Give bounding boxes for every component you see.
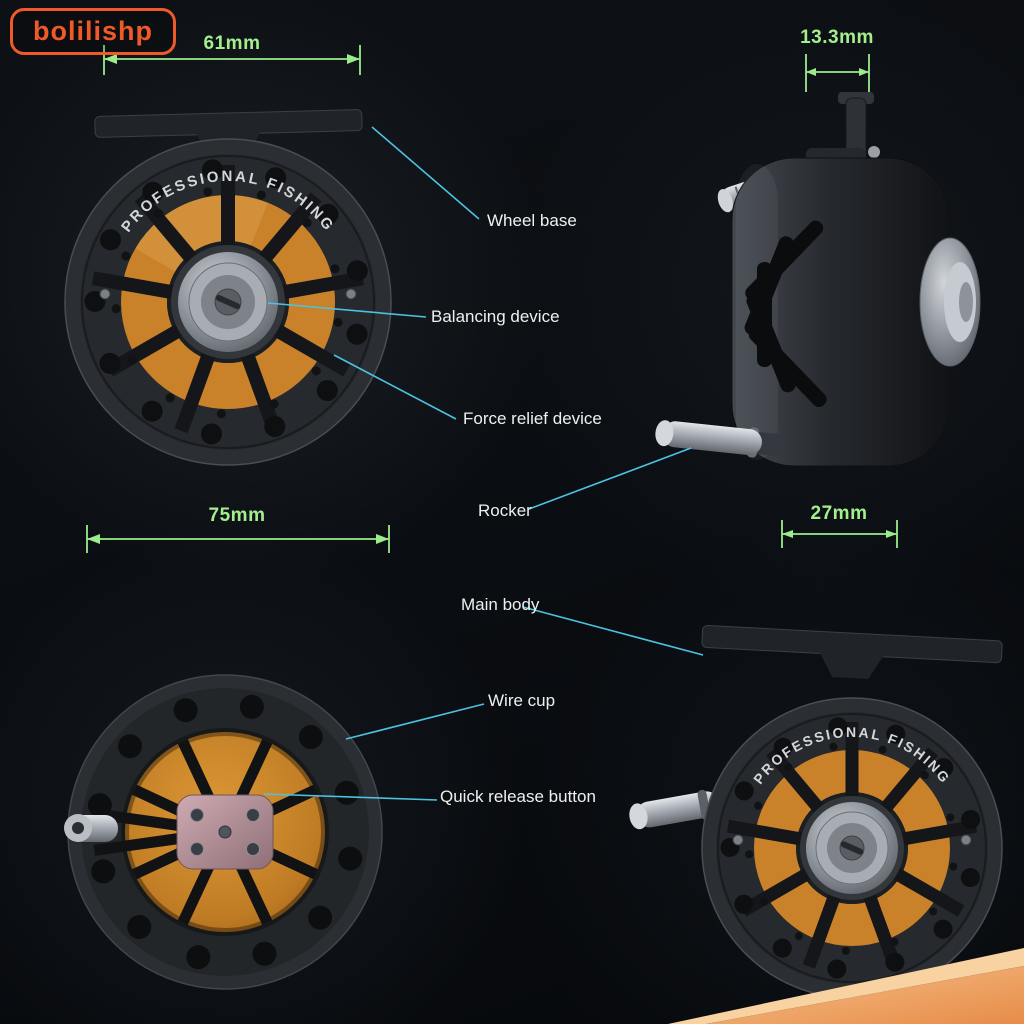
corner-accent-triangle	[668, 948, 1024, 1024]
reel-rear-bottom-left	[64, 674, 383, 990]
dimension-text-reel-diameter: 75mm	[208, 505, 266, 526]
leader-rocker	[528, 447, 692, 510]
dimension-61mm	[103, 45, 361, 75]
dimension-text-clamp-width: 13.3mm	[800, 27, 874, 48]
leader-balancing-device	[267, 302, 427, 318]
leader-main-body	[522, 606, 704, 656]
rear-knob	[64, 814, 118, 842]
rocker-handle	[655, 420, 783, 458]
label-force-relief-device: Force relief device	[463, 409, 602, 428]
reel-front-bottom-right: PROFESSIONAL FISHING	[629, 625, 1003, 999]
label-wheel-base: Wheel base	[487, 211, 577, 230]
leader-force-relief	[333, 354, 457, 420]
leader-lines	[263, 126, 704, 801]
dimension-graphics	[86, 45, 898, 553]
leader-wire-cup	[345, 703, 485, 740]
label-rocker: Rocker	[478, 501, 532, 520]
dimension-text-wheel-base-width: 61mm	[203, 33, 261, 54]
reel-side-top-right	[655, 92, 981, 467]
reel-front-top-left: PROFESSIONAL FISHING	[64, 109, 392, 466]
dimension-13.3mm	[805, 54, 870, 92]
leader-wheel-base	[371, 126, 480, 220]
dimension-27mm	[781, 520, 898, 548]
quick-release-plate	[176, 794, 274, 870]
label-wire-cup: Wire cup	[488, 691, 556, 710]
leader-quick-release	[263, 793, 438, 801]
label-quick-release-button: Quick release button	[440, 787, 596, 806]
watermark-badge: bolilishp	[10, 8, 176, 55]
dimension-text-body-width: 27mm	[810, 503, 868, 524]
dimension-75mm	[86, 525, 390, 553]
label-main-body: Main body	[461, 595, 540, 614]
label-balancing-device: Balancing device	[431, 307, 560, 326]
watermark-text: bolilishp	[33, 16, 153, 46]
